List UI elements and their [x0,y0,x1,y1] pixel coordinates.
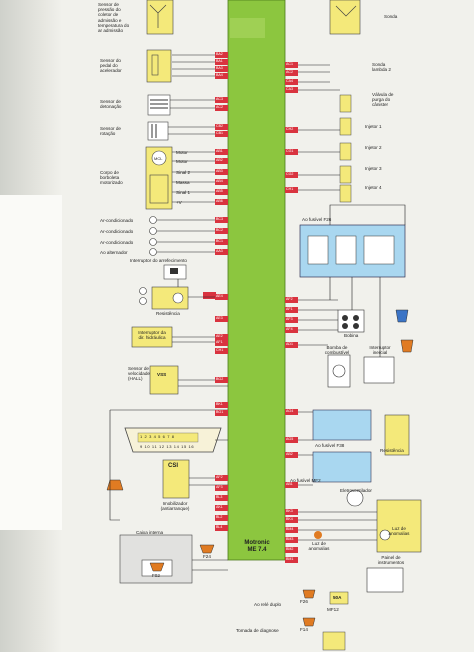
fuse-50a [329,591,349,605]
fan-relay-2 [312,451,372,483]
fan-motor [346,489,364,507]
inj2-label: Injetor 2 [365,145,382,150]
dual-relay-label: Ao relé duplo [254,602,282,607]
fuse-label-f24: F24 [203,554,211,559]
csi-label: CSI [168,463,179,469]
fuse-f3-symbol [106,479,124,491]
fuse-label-f26b: F26 [300,599,308,604]
coil-label: Bobina [344,333,359,338]
page-margin-patch [0,300,62,530]
inj3-label: Injetor 3 [365,166,382,171]
ecu-right-pins [285,62,298,563]
throttle-pin-6: +V [176,200,182,205]
fuse-50a-label: 50A [333,595,342,600]
fuse-mf2-label: Ao fusível MF2 [290,478,321,483]
battery-symbol [366,567,404,593]
fuse-f38-label: Ao fusível F38 [315,443,345,448]
internal-box-label: Caixa interna [136,530,164,535]
resistance-2 [384,414,410,456]
mcl-label: MCL [154,156,163,161]
accel-pedal-sensor [146,49,172,83]
fuse-f26-label: Ao fusível F26 [302,217,332,222]
obd-pins-bottom: 9 10 11 12 13 14 15 16 [140,444,195,449]
top-right-label: Sonda [384,14,398,19]
vss-sensor [149,365,179,395]
resistance-label: Resistência [156,311,180,316]
ac-label-3: Ar-condicionado [100,240,134,245]
inj4-label: Injetor 4 [365,185,382,190]
throttle-pin-5: Sinal 1 [176,190,191,195]
ecu-body [227,0,286,561]
fan-label: Eletroventilador [340,488,372,493]
diag-socket [322,631,346,651]
alternator-label: Ao alternador [100,250,128,255]
resistance2-label: Resistência [380,448,404,453]
lambda-sensor-top [329,0,361,35]
rotation-sensor [147,121,169,141]
knock-sensor [147,94,171,116]
resistance-module [151,286,189,310]
immobilizer [162,459,190,499]
throttle-pin-4: Massa [176,180,190,185]
map-sensor [146,0,174,35]
instrument-panel [376,499,422,553]
fuse-label-f02: F02 [152,573,160,578]
ac-label-2: Ar-condicionado [100,229,134,234]
ac-label-1: Ar-condicionado [100,218,134,223]
coil [337,309,365,333]
coolant-label: Interruptor do arrefecimento [130,258,187,263]
ecu-left-pins [215,52,228,531]
throttle-pin-3: Sinal 2 [176,170,191,175]
obd-pins-top: 12345678 [140,434,177,439]
inj1-label: Injetor 1 [365,124,382,129]
fan-relay-1 [312,409,372,441]
injector-group [339,94,352,203]
diag-label: Tomada de diagnose [236,628,279,633]
ecu-top-block [230,18,265,38]
immobilizer-label: Imobilizador(antiarranque) [160,501,190,512]
vss-label: VSS [157,372,167,377]
throttle-pin-2: Motor [176,159,188,164]
throttle-pin-1: Motor [176,150,188,155]
inertia-switch [363,356,395,384]
fuse-label-f14: F14 [300,627,308,632]
mf12-label: MF12 [327,607,339,612]
